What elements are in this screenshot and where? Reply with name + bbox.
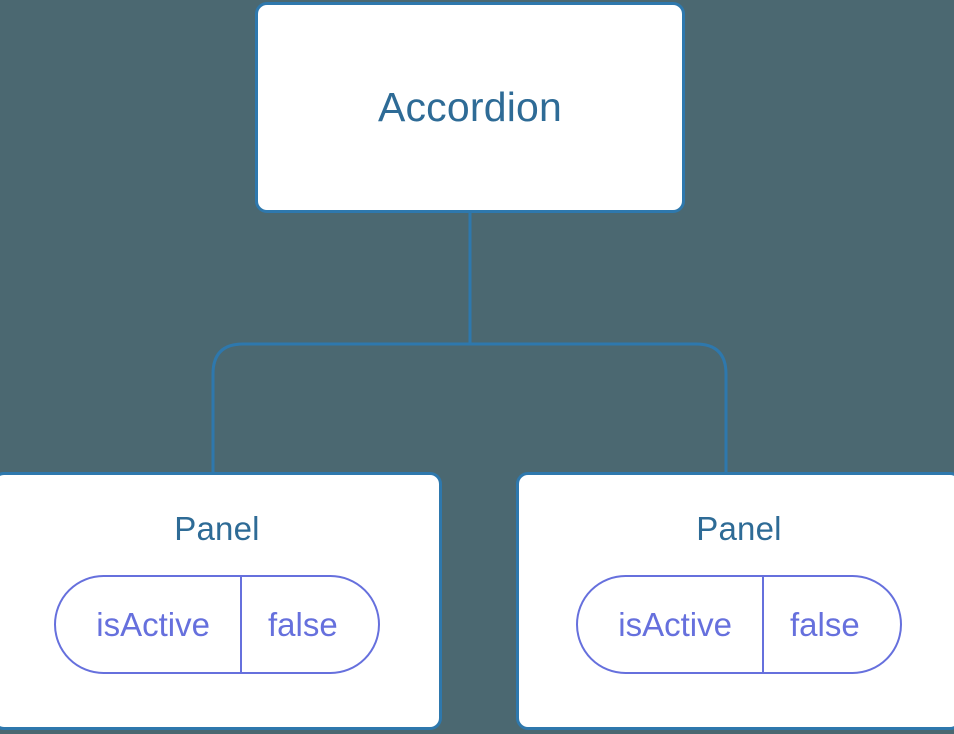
prop-pill-isactive-right[interactable]: isActive false — [576, 575, 902, 675]
node-panel-right-title: Panel — [696, 510, 782, 547]
connector-branch-right — [470, 342, 728, 474]
prop-value: false — [239, 577, 378, 673]
node-panel-left[interactable]: Panel isActive false — [0, 472, 442, 730]
prop-pill-isactive-left[interactable]: isActive false — [54, 575, 380, 675]
prop-value: false — [761, 577, 900, 673]
node-accordion[interactable]: Accordion — [255, 2, 685, 213]
node-panel-right[interactable]: Panel isActive false — [516, 472, 954, 730]
connector-branch-left — [211, 342, 470, 474]
node-accordion-title: Accordion — [377, 83, 563, 130]
prop-key: isActive — [96, 606, 210, 644]
prop-key: isActive — [618, 606, 732, 644]
node-panel-left-title: Panel — [174, 510, 260, 547]
